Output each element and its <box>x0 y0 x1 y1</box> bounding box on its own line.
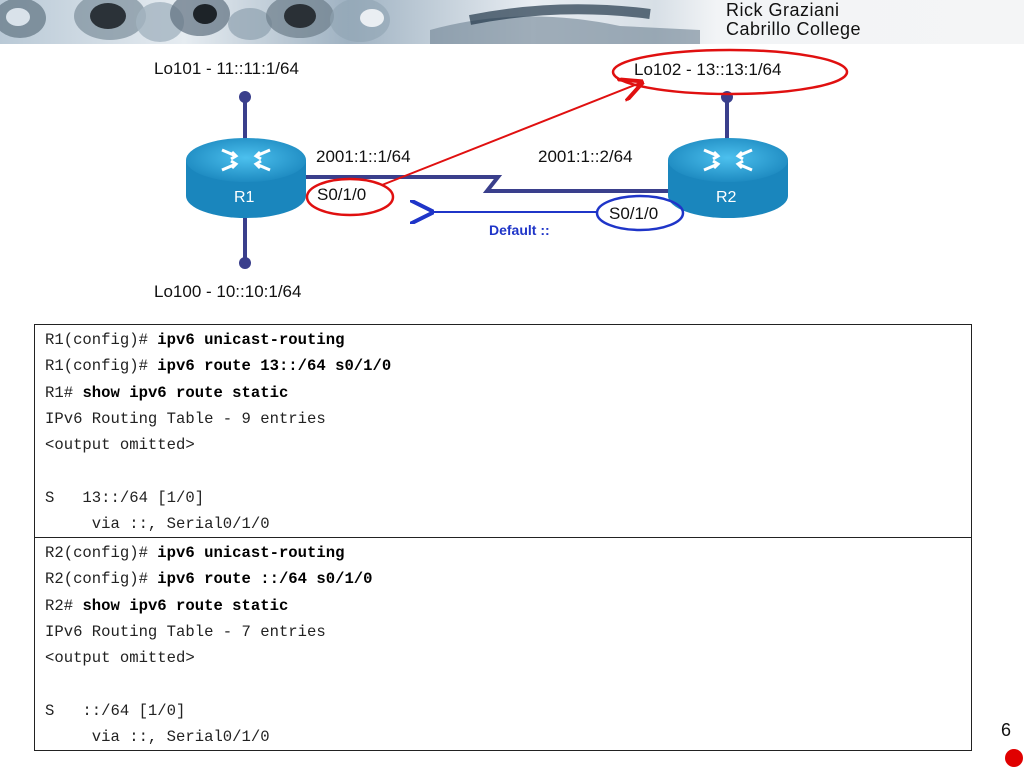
cable-graphic <box>0 0 700 44</box>
router-r1-label: R1 <box>234 189 255 206</box>
cli-line: S ::/64 [1/0] <box>45 701 186 720</box>
r1-lo101-label: Lo101 - 11::11:1/64 <box>154 59 299 78</box>
cli-line: R2(config)# ipv6 unicast-routing <box>45 544 345 562</box>
serial-link <box>300 175 670 193</box>
r1-ip-label: 2001:1::1/64 <box>316 147 411 166</box>
author-credit: Rick Graziani Cabrillo College <box>726 1 861 39</box>
network-topology: Lo101 - 11::11:1/64 Lo102 - 13::13:1/64 … <box>0 44 1024 314</box>
cli-line <box>45 671 971 697</box>
r2-lo102-label: Lo102 - 13::13:1/64 <box>634 60 782 79</box>
r2-lo102-highlight <box>611 48 849 96</box>
header-banner: Rick Graziani Cabrillo College <box>0 0 1024 44</box>
cli-line: S 13::/64 [1/0] <box>45 488 205 507</box>
cli-line: R2# show ipv6 route static <box>45 596 289 615</box>
cli-line: IPv6 Routing Table - 9 entries <box>45 409 326 428</box>
author-name: Rick Graziani <box>726 0 840 20</box>
router-r2-icon <box>668 138 788 218</box>
page-number: 6 <box>1001 720 1012 740</box>
cli-line: <output omitted> <box>45 436 195 455</box>
cli-line: via ::, Serial0/1/0 <box>45 728 270 747</box>
r2-cli-output: R2(config)# ipv6 unicast-routing R2(conf… <box>34 537 972 751</box>
r1-lo100-node <box>239 257 251 269</box>
topology-graphic <box>186 48 849 269</box>
cli-line <box>45 458 971 484</box>
cli-line: R1# show ipv6 route static <box>45 383 289 402</box>
default-route-label: Default :: <box>489 222 550 238</box>
cli-line: via ::, Serial0/1/0 <box>45 515 270 534</box>
author-affiliation: Cabrillo College <box>726 19 862 39</box>
router-r2-label: R2 <box>716 189 737 206</box>
r1-cli-output: R1(config)# ipv6 unicast-routing R1(conf… <box>34 324 972 538</box>
r2-ip-label: 2001:1::2/64 <box>538 147 633 166</box>
r1-interface-label: S0/1/0 <box>317 185 367 204</box>
cli-line: R1(config)# ipv6 unicast-routing <box>45 331 345 349</box>
static-route-arrow <box>381 83 640 186</box>
r1-interface-highlight <box>305 177 395 217</box>
cli-line: IPv6 Routing Table - 7 entries <box>45 622 326 641</box>
r2-interface-label: S0/1/0 <box>609 204 659 223</box>
cli-line: R1(config)# ipv6 route 13::/64 s0/1/0 <box>45 357 392 376</box>
r1-lo100-label: Lo100 - 10::10:1/64 <box>154 282 302 301</box>
r1-lo101-node <box>239 91 251 103</box>
red-dot-icon <box>1005 749 1023 767</box>
router-r1-icon <box>186 138 306 218</box>
cli-line: R2(config)# ipv6 route ::/64 s0/1/0 <box>45 570 373 589</box>
cli-line: <output omitted> <box>45 649 195 668</box>
